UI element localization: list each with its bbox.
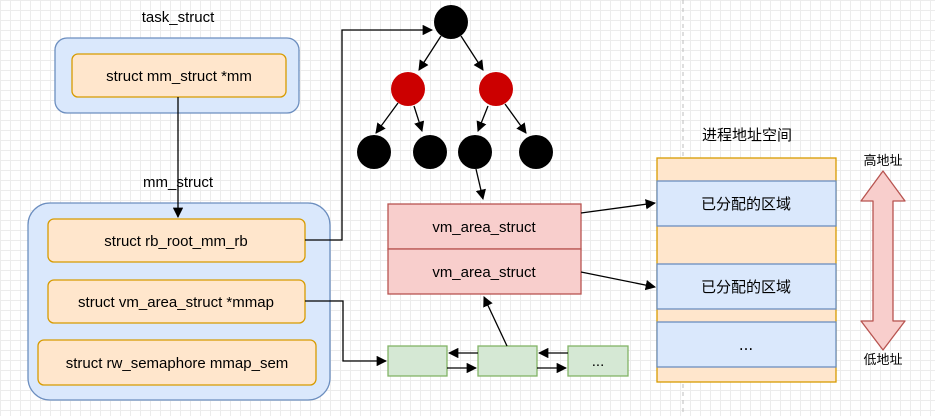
region-1 [656,180,837,227]
rb-edge-left-right [413,105,425,132]
task-struct-mm-field [71,53,287,98]
mm-sem-field-label: struct rw_semaphore mmap_sem [66,355,289,372]
rb-node-root [434,5,468,39]
list-node-2 [477,345,538,377]
mm-mmap-field-label: struct vm_area_struct *mmap [78,294,274,311]
task-struct-title: task_struct [142,9,215,26]
mmap-arrow [305,300,388,367]
list-node-1 [387,345,448,377]
rb-node-red-left [391,72,425,106]
vma-box-1 [387,203,582,250]
rb-edge-right-left [476,105,489,132]
region-3 [656,321,837,368]
region-1-label: 已分配的区域 [701,195,791,213]
rb-edge-to-vma [475,168,486,201]
rb-edge-root-right [460,35,484,71]
rb-node-red-right [479,72,513,106]
region-3-label: ... [739,336,753,354]
rb-edge-root-left [418,35,442,71]
mm-rb-field-label: struct rb_root_mm_rb [104,233,247,250]
task-struct-mm-field-label: struct mm_struct *mm [106,68,252,85]
vma-1-to-region-arrow [580,199,657,214]
list-arrows [447,347,568,374]
vma-2-to-region-arrow [580,271,657,291]
rb-node-leaf-2 [413,135,447,169]
rb-edge-left-left [375,102,399,134]
rb-edge-right-right [504,103,527,134]
rb-node-leaf-1 [357,135,391,169]
high-address-label: 高地址 [863,153,902,169]
vma-box-1-label: vm_area_struct [432,219,536,236]
region-2-label: 已分配的区域 [701,278,791,296]
rb-tree-edges [375,35,527,201]
list-node-3 [567,345,629,377]
mm-sem-field [37,339,317,386]
rb-node-leaf-3 [458,135,492,169]
address-direction-arrow [860,170,906,351]
rb-root-arrow [305,24,434,241]
rb-node-leaf-4 [519,135,553,169]
region-2 [656,263,837,310]
vma-box-2-label: vm_area_struct [432,264,536,281]
low-address-label: 低地址 [863,353,902,368]
address-space-title: 进程地址空间 [702,126,792,144]
list-node-3-label: ... [592,353,605,370]
rb-tree [357,5,553,169]
list-to-vma-arrow [483,296,508,347]
vma-box-2 [387,248,582,295]
